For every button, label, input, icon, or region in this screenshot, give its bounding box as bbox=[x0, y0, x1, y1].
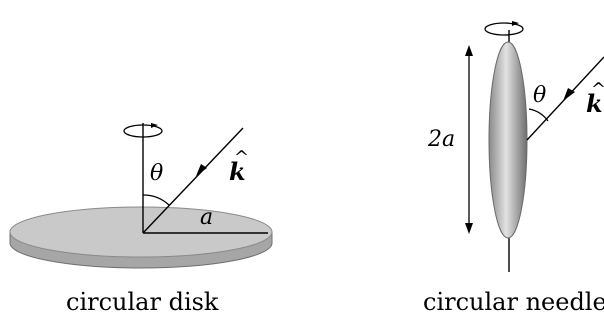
disk-theta-label: θ bbox=[150, 161, 163, 186]
needle-length-label: 2a bbox=[427, 127, 455, 152]
needle-theta-label: θ bbox=[533, 83, 546, 108]
needle-body bbox=[488, 41, 528, 239]
needle-theta-arc bbox=[528, 108, 549, 122]
needle-figure: 2a θ k ^ circular needle bbox=[423, 21, 604, 316]
needle-rotation-icon bbox=[484, 21, 524, 36]
disk-rotation-icon bbox=[123, 123, 163, 138]
needle-k-hat: ^ bbox=[591, 79, 604, 100]
disk-face bbox=[9, 206, 273, 258]
needle-k-label: k bbox=[586, 89, 603, 118]
needle-caption: circular needle bbox=[423, 288, 604, 316]
disk-theta-arc bbox=[142, 194, 170, 206]
needle-length-arrow-top-icon bbox=[465, 45, 473, 56]
needle-length-arrow-bottom-icon bbox=[465, 223, 473, 234]
disk-k-line bbox=[142, 127, 244, 234]
disk-radius-label: a bbox=[200, 205, 213, 230]
disk-figure: θ k ^ a circular disk bbox=[9, 123, 273, 316]
needle-k-arrow-icon bbox=[563, 88, 575, 101]
disk-k-arrow-icon bbox=[196, 164, 207, 176]
disk-caption: circular disk bbox=[66, 288, 219, 316]
disk-k-label: k bbox=[229, 157, 246, 186]
disk-k-hat: ^ bbox=[234, 147, 249, 168]
